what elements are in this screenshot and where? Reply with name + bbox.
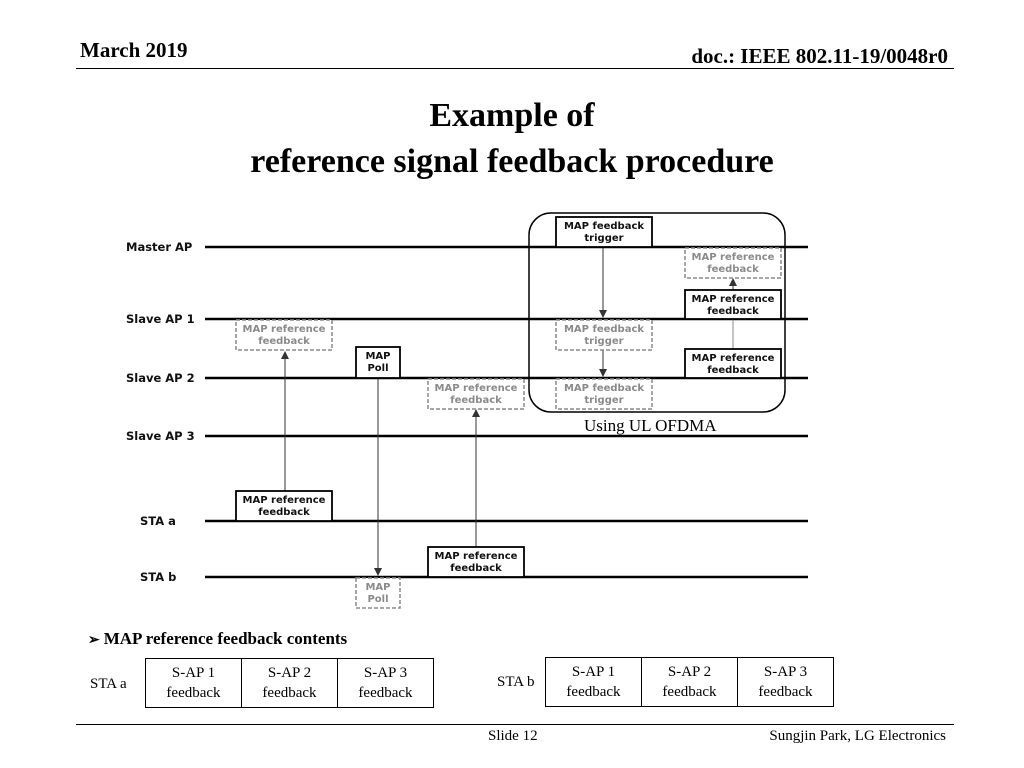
lane-label-master-ap: Master AP: [126, 240, 192, 254]
message-box-frame: [684, 348, 782, 379]
message-box-text: MAP feedback: [564, 221, 644, 232]
message-box-text: MAP reference: [435, 383, 518, 394]
sta-b-row-label: STA b: [497, 674, 535, 690]
message-box-text: MAP reference: [692, 294, 775, 305]
ul-ofdma-label: Using UL OFDMA: [584, 416, 717, 435]
message-box-text: feedback: [258, 336, 310, 347]
message-box-frame: [235, 319, 333, 351]
slide-title-line2: reference signal feedback procedure: [250, 143, 774, 180]
message-box-text: MAP reference: [692, 252, 775, 263]
message-box-text: Poll: [367, 594, 388, 605]
contents-heading-text: MAP reference feedback contents: [103, 629, 348, 648]
message-box-text: MAP: [365, 582, 390, 593]
message-box-frame: [235, 490, 333, 522]
contents-heading: ➢MAP reference feedback contents: [88, 629, 347, 649]
message-box-text: feedback: [707, 306, 759, 317]
message-box-text: feedback: [707, 365, 759, 376]
message-box-text: trigger: [584, 233, 623, 244]
message-box-text: trigger: [584, 336, 623, 347]
message-box-text: feedback: [258, 507, 310, 518]
slide-title-line1: Example of: [429, 97, 595, 134]
footer-divider: [76, 724, 954, 725]
sta-a-row-label: STA a: [90, 676, 127, 692]
message-box-frame: [355, 346, 401, 379]
lane-label-slave-ap-1: Slave AP 1: [126, 312, 195, 326]
message-box-frame: [427, 378, 525, 410]
connector-arrows: [281, 247, 737, 576]
bullet-arrow-icon: ➢: [88, 633, 100, 648]
message-box-text: MAP feedback: [564, 324, 644, 335]
message-box-frame: [555, 378, 653, 410]
message-box-frame: [555, 319, 653, 351]
message-box-frame: [684, 247, 782, 279]
lane-label-sta-b: STA b: [140, 570, 176, 584]
message-box-text: MAP reference: [243, 495, 326, 506]
lane-label-slave-ap-2: Slave AP 2: [126, 371, 195, 385]
header-date: March 2019: [80, 38, 188, 62]
message-box-text: feedback: [450, 563, 502, 574]
message-box-text: feedback: [707, 264, 759, 275]
message-box-frame: [684, 289, 782, 320]
message-box-frame: [427, 546, 525, 578]
message-box-text: MAP feedback: [564, 383, 644, 394]
message-box-text: feedback: [450, 395, 502, 406]
footer-author: Sungjin Park, LG Electronics: [769, 728, 946, 744]
lane-label-sta-a: STA a: [140, 514, 176, 528]
header-doc-id: doc.: IEEE 802.11-19/0048r0: [691, 44, 948, 68]
message-box-text: MAP: [365, 351, 390, 362]
footer-slide-number: Slide 12: [488, 728, 538, 744]
ul-ofdma-group-frame: [528, 212, 786, 413]
message-box-text: MAP reference: [435, 551, 518, 562]
message-box-text: Poll: [367, 363, 388, 374]
message-box-text: MAP reference: [243, 324, 326, 335]
message-box-text: trigger: [584, 395, 623, 406]
message-box-text: MAP reference: [692, 353, 775, 364]
message-box-frame: [355, 577, 401, 609]
message-box-frame: [555, 216, 653, 248]
header-divider: [76, 68, 954, 69]
lane-label-slave-ap-3: Slave AP 3: [126, 429, 195, 443]
